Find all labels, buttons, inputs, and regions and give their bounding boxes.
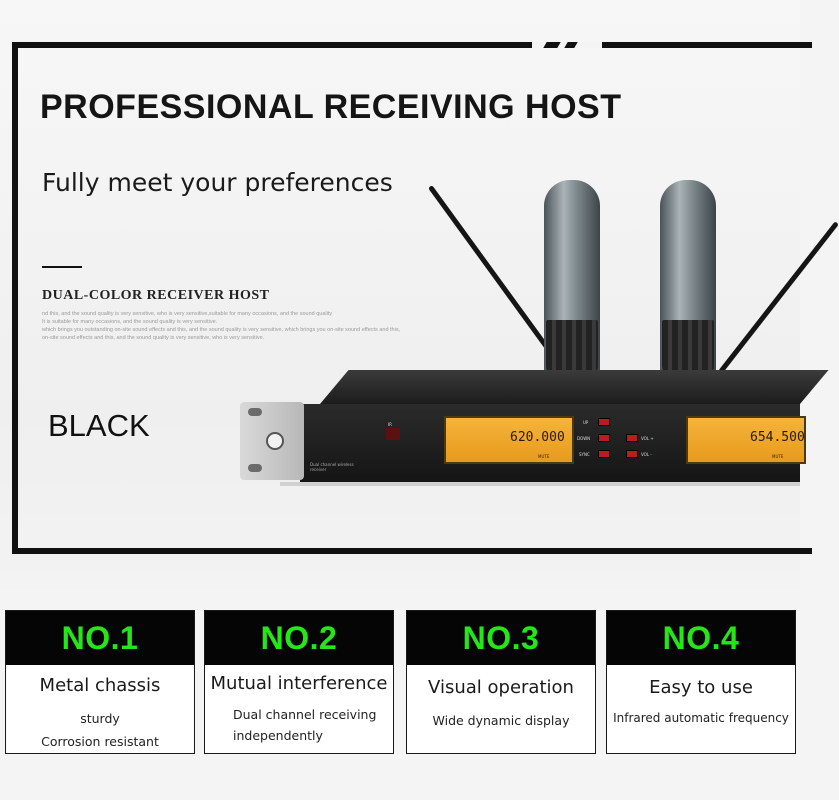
receiver-shadow <box>280 482 800 486</box>
feature-card: NO.2 Mutual interference Dual channel re… <box>204 610 394 754</box>
mute-label: MUTE <box>772 454 784 459</box>
power-knob[interactable] <box>266 432 284 450</box>
fine-print-line: which brings you outstanding on-site sou… <box>42 327 401 333</box>
feature-number: NO.4 <box>662 619 740 656</box>
feature-title: Easy to use <box>649 677 753 698</box>
feature-card-header: NO.2 <box>205 611 393 665</box>
receiver-caption: Dual channel wireless receiver <box>310 462 354 472</box>
section-divider <box>42 266 82 268</box>
antenna <box>427 185 562 366</box>
feature-desc: Corrosion resistant <box>41 734 159 749</box>
feature-card: NO.4 Easy to use Infrared automatic freq… <box>606 610 796 754</box>
feature-title: Mutual interference <box>210 673 388 694</box>
fine-print-line: It is suitable for many occasions, and t… <box>42 319 218 325</box>
microphone <box>660 180 716 470</box>
ir-label: IR <box>388 422 392 427</box>
down-button[interactable] <box>598 434 610 442</box>
vol-up-label: VOL + <box>641 436 654 441</box>
rack-hole <box>248 408 262 416</box>
page-title: PROFESSIONAL RECEIVING HOST <box>40 88 622 126</box>
receiver-top <box>320 370 829 404</box>
left-frequency: 620.000 <box>510 430 565 445</box>
feature-desc: sturdy <box>80 711 120 726</box>
rack-ear <box>240 402 304 480</box>
sync-button[interactable] <box>598 450 610 458</box>
feature-card-header: NO.3 <box>407 611 595 665</box>
feature-card: NO.1 Metal chassis sturdy Corrosion resi… <box>5 610 195 754</box>
color-label: BLACK <box>48 408 150 443</box>
feature-cards: NO.1 Metal chassis sturdy Corrosion resi… <box>0 610 800 800</box>
vol-up-button[interactable] <box>626 434 638 442</box>
left-display: 620.000 MUTE <box>444 416 574 464</box>
feature-desc: independently <box>233 728 323 743</box>
feature-desc: Dual channel receiving <box>233 707 377 722</box>
rack-hole <box>248 464 262 472</box>
right-display: 654.500 MUTE <box>686 416 806 464</box>
feature-card-header: NO.4 <box>607 611 795 665</box>
vol-down-button[interactable] <box>626 450 638 458</box>
page-subtitle: Fully meet your preferences <box>42 168 393 197</box>
feature-card-header: NO.1 <box>6 611 194 665</box>
feature-title: Metal chassis <box>39 675 161 696</box>
ir-window <box>386 428 400 440</box>
receiver-caption-line: receiver <box>310 467 327 472</box>
down-label: DOWN <box>577 436 591 441</box>
section-title: DUAL-COLOR RECEIVER HOST <box>42 288 270 303</box>
feature-desc: Wide dynamic display <box>432 713 570 728</box>
product-image: IR 620.000 MUTE UP DOWN SYNC VOL + VOL -… <box>240 170 839 510</box>
feature-desc: Infrared automatic frequency <box>613 711 789 725</box>
sync-label: SYNC <box>579 452 590 457</box>
vol-down-label: VOL - <box>641 452 652 457</box>
hero-frame <box>12 42 812 554</box>
mute-label: MUTE <box>538 454 550 459</box>
up-button[interactable] <box>598 418 610 426</box>
feature-number: NO.2 <box>260 619 338 656</box>
feature-card: NO.3 Visual operation Wide dynamic displ… <box>406 610 596 754</box>
fine-print-line: nd this, and the sound quality is very s… <box>42 311 333 317</box>
receiver-caption-line: Dual channel wireless <box>310 462 354 467</box>
antenna <box>718 221 839 375</box>
receiver-unit: IR 620.000 MUTE UP DOWN SYNC VOL + VOL -… <box>240 370 829 486</box>
feature-number: NO.1 <box>61 619 139 656</box>
right-frequency: 654.500 <box>750 430 805 445</box>
up-label: UP <box>583 420 589 425</box>
fine-print: nd this, and the sound quality is very s… <box>42 310 442 342</box>
feature-number: NO.3 <box>462 619 540 656</box>
fine-print-line: on-site sound effects and this, and the … <box>42 335 265 341</box>
feature-title: Visual operation <box>428 677 574 698</box>
